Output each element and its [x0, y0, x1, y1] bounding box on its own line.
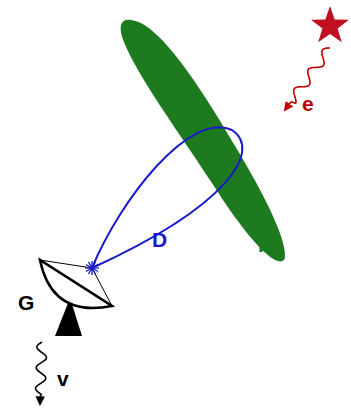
burst-ray: [92, 265, 98, 269]
feed-support: [92, 268, 112, 306]
emission-label: e: [302, 93, 314, 114]
signal-wave: [36, 342, 47, 404]
burst-ray: [89, 262, 93, 268]
burst-ray: [92, 268, 96, 274]
beam-lobe: [92, 127, 242, 268]
plasma-blob: [109, 7, 306, 270]
beam-label: D: [152, 229, 167, 250]
signal-label: v: [57, 368, 69, 389]
feed-support: [40, 260, 92, 268]
telescope-label: G: [18, 292, 34, 313]
plasma-label: P: [258, 234, 272, 255]
star-source: [311, 6, 349, 42]
feed-burst: [85, 261, 99, 275]
burst-ray: [86, 268, 92, 272]
dish-reflector: [40, 260, 112, 308]
